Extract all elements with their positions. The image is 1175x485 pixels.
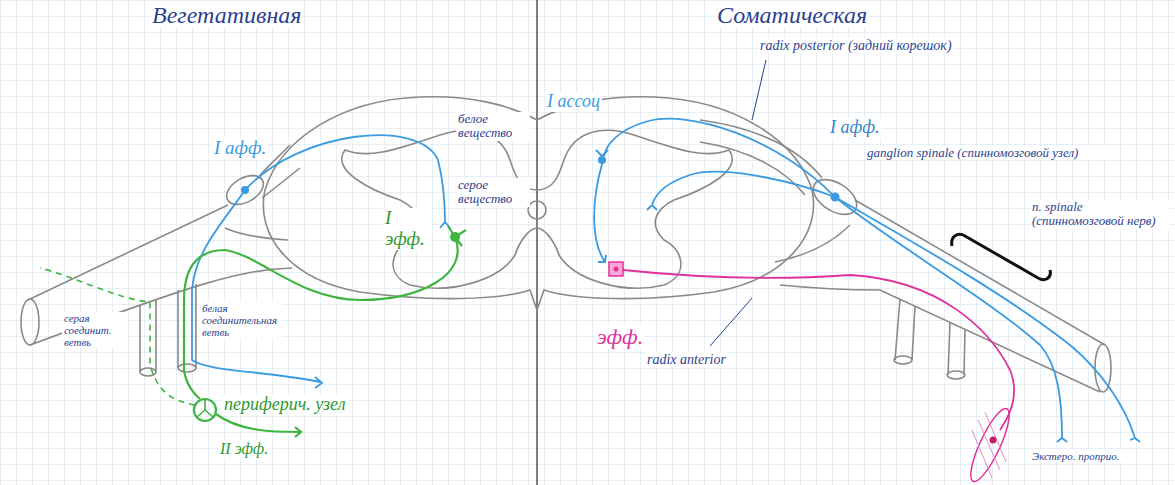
neuron-body [831, 193, 840, 202]
neuron-body [450, 232, 460, 242]
section-title: Вегетативная [150, 2, 303, 28]
receptor-label: Экстеро. проприо. [1030, 450, 1121, 462]
right-nerve-end [1095, 344, 1111, 392]
neuron-dendrite [448, 226, 466, 246]
neuron-label: I афф. [828, 118, 882, 138]
nerve-bracket [952, 234, 1051, 279]
right-branch-end [894, 356, 912, 364]
motor-end-plate [990, 437, 997, 444]
right-branch [948, 322, 965, 375]
somatic-efferent [609, 262, 1016, 485]
neuron-nucleus [614, 267, 619, 272]
neuron-body [598, 156, 606, 164]
association-dendrite [596, 150, 608, 156]
gray-matter-right [537, 130, 732, 288]
leader-line [710, 298, 752, 346]
left-dorsal-root [262, 168, 300, 198]
part-label: серое вещество [456, 178, 530, 207]
autonomic-efferent [40, 226, 466, 437]
neuron-body [241, 186, 249, 194]
right-ventral-root [775, 225, 850, 262]
right-branch [895, 299, 915, 360]
association-axon [594, 164, 606, 262]
peripheral-ganglion [194, 399, 216, 421]
neuron-label: I ассоц [545, 92, 602, 112]
gray-matter-left [342, 130, 537, 288]
part-label: периферич. узел [222, 395, 348, 415]
section-title: Соматическая [715, 2, 869, 28]
left-ventral-root [225, 228, 288, 240]
right-branch-end [947, 371, 965, 379]
neuron-label: I эфф. [383, 208, 431, 250]
postganglionic-dashed [40, 268, 195, 405]
leader-line [752, 60, 766, 120]
midline [536, 0, 538, 485]
afferent-dendrite [835, 197, 1067, 442]
neuron-label: эфф. [595, 325, 645, 349]
postganglionic-axon [216, 414, 301, 437]
afferent-dendrite [835, 197, 1140, 442]
leader-lines [710, 60, 766, 346]
gray-ramus [140, 299, 156, 372]
right-dorsal-root [700, 142, 805, 195]
part-label: белая соединительная ветвь [200, 302, 282, 338]
part-label: серая соединит. ветвь [62, 312, 128, 348]
central-canal [528, 201, 546, 219]
right-nerve-edge [780, 285, 1100, 392]
afferent-cells [241, 156, 840, 202]
afferent-axon [647, 172, 835, 210]
motor-axon [623, 270, 1014, 430]
muscle-fibres [972, 412, 1006, 478]
muscle [964, 405, 1016, 485]
ganglion-symbol [197, 400, 213, 417]
left-nerve-end [21, 299, 39, 345]
preganglionic-axon [184, 237, 458, 399]
gray-ramus-end [140, 368, 156, 376]
neuron-label: II эфф. [218, 440, 270, 458]
neuron-label: I афф. [212, 138, 268, 159]
part-label: n. spinale (спинномозговой нерв) [1030, 200, 1169, 229]
white-ramus-end [178, 364, 196, 372]
part-label: radix posterior (задний корешок) [758, 38, 954, 53]
part-label: ganglion spinale (спинномозговой узел) [865, 146, 1109, 160]
afferent-neurons [192, 119, 1140, 442]
part-label: radix anterior [645, 352, 728, 367]
motor-neuron [609, 262, 623, 276]
afferent-dendrite [192, 190, 322, 388]
white-ramus [178, 284, 196, 368]
part-label: белое вещество [456, 112, 530, 141]
